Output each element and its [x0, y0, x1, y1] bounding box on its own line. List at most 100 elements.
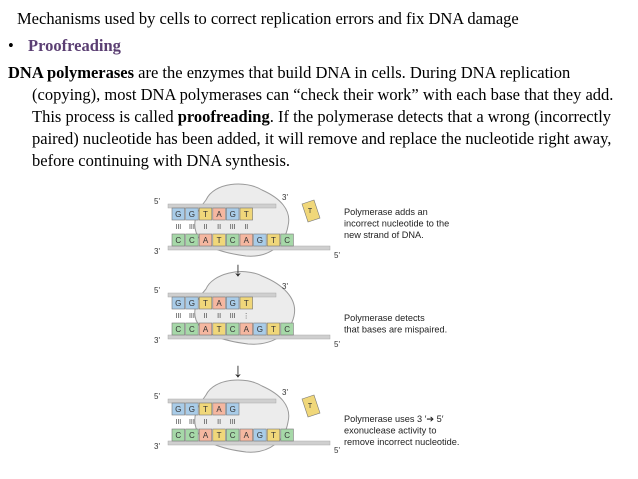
new-strand-backbone [167, 292, 277, 298]
base-C [226, 428, 240, 442]
base-letter: C [284, 236, 290, 245]
hydrogen-bond-mark: ⋮ [243, 313, 250, 320]
base-letter: G [175, 405, 181, 414]
base-A [212, 207, 226, 221]
hydrogen-bond-mark: III [175, 224, 181, 231]
paragraph-text-2: . If the polymerase detects that a wrong… [32, 107, 612, 170]
base-T [212, 428, 226, 442]
hydrogen-bond-mark: II [204, 313, 208, 320]
step-caption-line: Polymerase uses 3 ′➔ 5′ [344, 414, 444, 424]
base-letter: T [217, 325, 222, 334]
slide-heading: Mechanisms used by cells to correct repl… [17, 9, 519, 28]
hydrogen-bond-mark: III [230, 419, 236, 426]
hydrogen-bond-mark: III [175, 313, 181, 320]
base-C [185, 322, 199, 336]
hydrogen-bond-mark: II [217, 313, 221, 320]
base-letter: G [257, 325, 263, 334]
step-caption-line: that bases are mispaired. [344, 325, 447, 335]
base-letter: A [203, 431, 209, 440]
label-3prime-bottom: 3' [154, 247, 160, 256]
hydrogen-bond-mark: II [217, 419, 221, 426]
base-letter: A [216, 405, 222, 414]
base-C [226, 233, 240, 247]
hydrogen-bond-mark: III [189, 419, 195, 426]
base-A [198, 428, 213, 442]
step-arrow: ↓ [233, 360, 243, 382]
base-letter: T [203, 405, 208, 414]
base-G [171, 207, 185, 221]
hydrogen-bond-mark: III [189, 313, 195, 320]
base-C [185, 428, 199, 442]
base-letter: T [217, 431, 222, 440]
base-T [198, 207, 213, 221]
label-5prime-top: 5' [154, 392, 160, 401]
base-letter: G [175, 299, 181, 308]
base-letter: A [244, 236, 250, 245]
term-dna-polymerases: DNA polymerases [8, 63, 135, 82]
step-caption-line: incorrect nucleotide to the [344, 219, 449, 229]
base-G [185, 402, 199, 416]
base-letter: A [203, 236, 209, 245]
base-C [171, 428, 185, 442]
base-letter: C [189, 325, 195, 334]
label-5prime-bottom: 5' [334, 340, 340, 349]
base-letter: C [175, 236, 181, 245]
step-caption-line: remove incorrect nucleotide. [344, 437, 459, 447]
label-3prime-bottom: 3' [154, 336, 160, 345]
base-C [171, 233, 185, 247]
new-strand-backbone [167, 398, 277, 404]
base-letter: C [284, 431, 290, 440]
base-T [239, 296, 253, 310]
label-5prime-bottom: 5' [334, 446, 340, 455]
base-G [253, 428, 267, 442]
base-letter: G [189, 210, 195, 219]
template-strand-backbone [167, 440, 331, 446]
base-letter: T [203, 299, 208, 308]
base-letter: T [271, 236, 276, 245]
base-A [198, 233, 213, 247]
base-T [266, 322, 281, 336]
hydrogen-bond-mark: II [204, 224, 208, 231]
base-G [226, 402, 240, 416]
base-G [253, 233, 267, 247]
label-5prime-top: 5' [154, 197, 160, 206]
step-arrow: ↓ [233, 259, 243, 281]
hydrogen-bond-mark: III [189, 224, 195, 231]
base-T [198, 296, 213, 310]
hydrogen-bond-mark: II [244, 224, 248, 231]
free-nucleotide-letter: T [308, 403, 313, 410]
hydrogen-bond-mark: II [217, 224, 221, 231]
hydrogen-bond-mark: III [230, 313, 236, 320]
base-T [239, 207, 253, 221]
free-nucleotide [301, 199, 321, 223]
base-G [185, 207, 199, 221]
free-nucleotide [301, 394, 321, 418]
base-A [239, 428, 253, 442]
base-T [266, 233, 281, 247]
base-G [171, 296, 185, 310]
base-C [185, 233, 199, 247]
base-letter: G [189, 405, 195, 414]
base-letter: C [230, 325, 236, 334]
base-G [185, 296, 199, 310]
term-proofreading: proofreading [177, 107, 270, 126]
base-letter: A [216, 299, 222, 308]
base-letter: G [189, 299, 195, 308]
base-letter: G [175, 210, 181, 219]
base-letter: T [217, 236, 222, 245]
base-letter: C [284, 325, 290, 334]
label-3prime-top: 3' [282, 388, 288, 397]
label-3prime-bottom: 3' [154, 442, 160, 451]
label-5prime-top: 5' [154, 286, 160, 295]
base-C [280, 233, 294, 247]
base-letter: A [244, 325, 250, 334]
bullet-proofreading: •Proofreading [8, 36, 121, 56]
step-caption-line: exonuclease activity to [344, 426, 436, 436]
base-letter: A [203, 325, 209, 334]
base-G [226, 296, 240, 310]
base-letter: C [189, 431, 195, 440]
base-letter: A [244, 431, 250, 440]
